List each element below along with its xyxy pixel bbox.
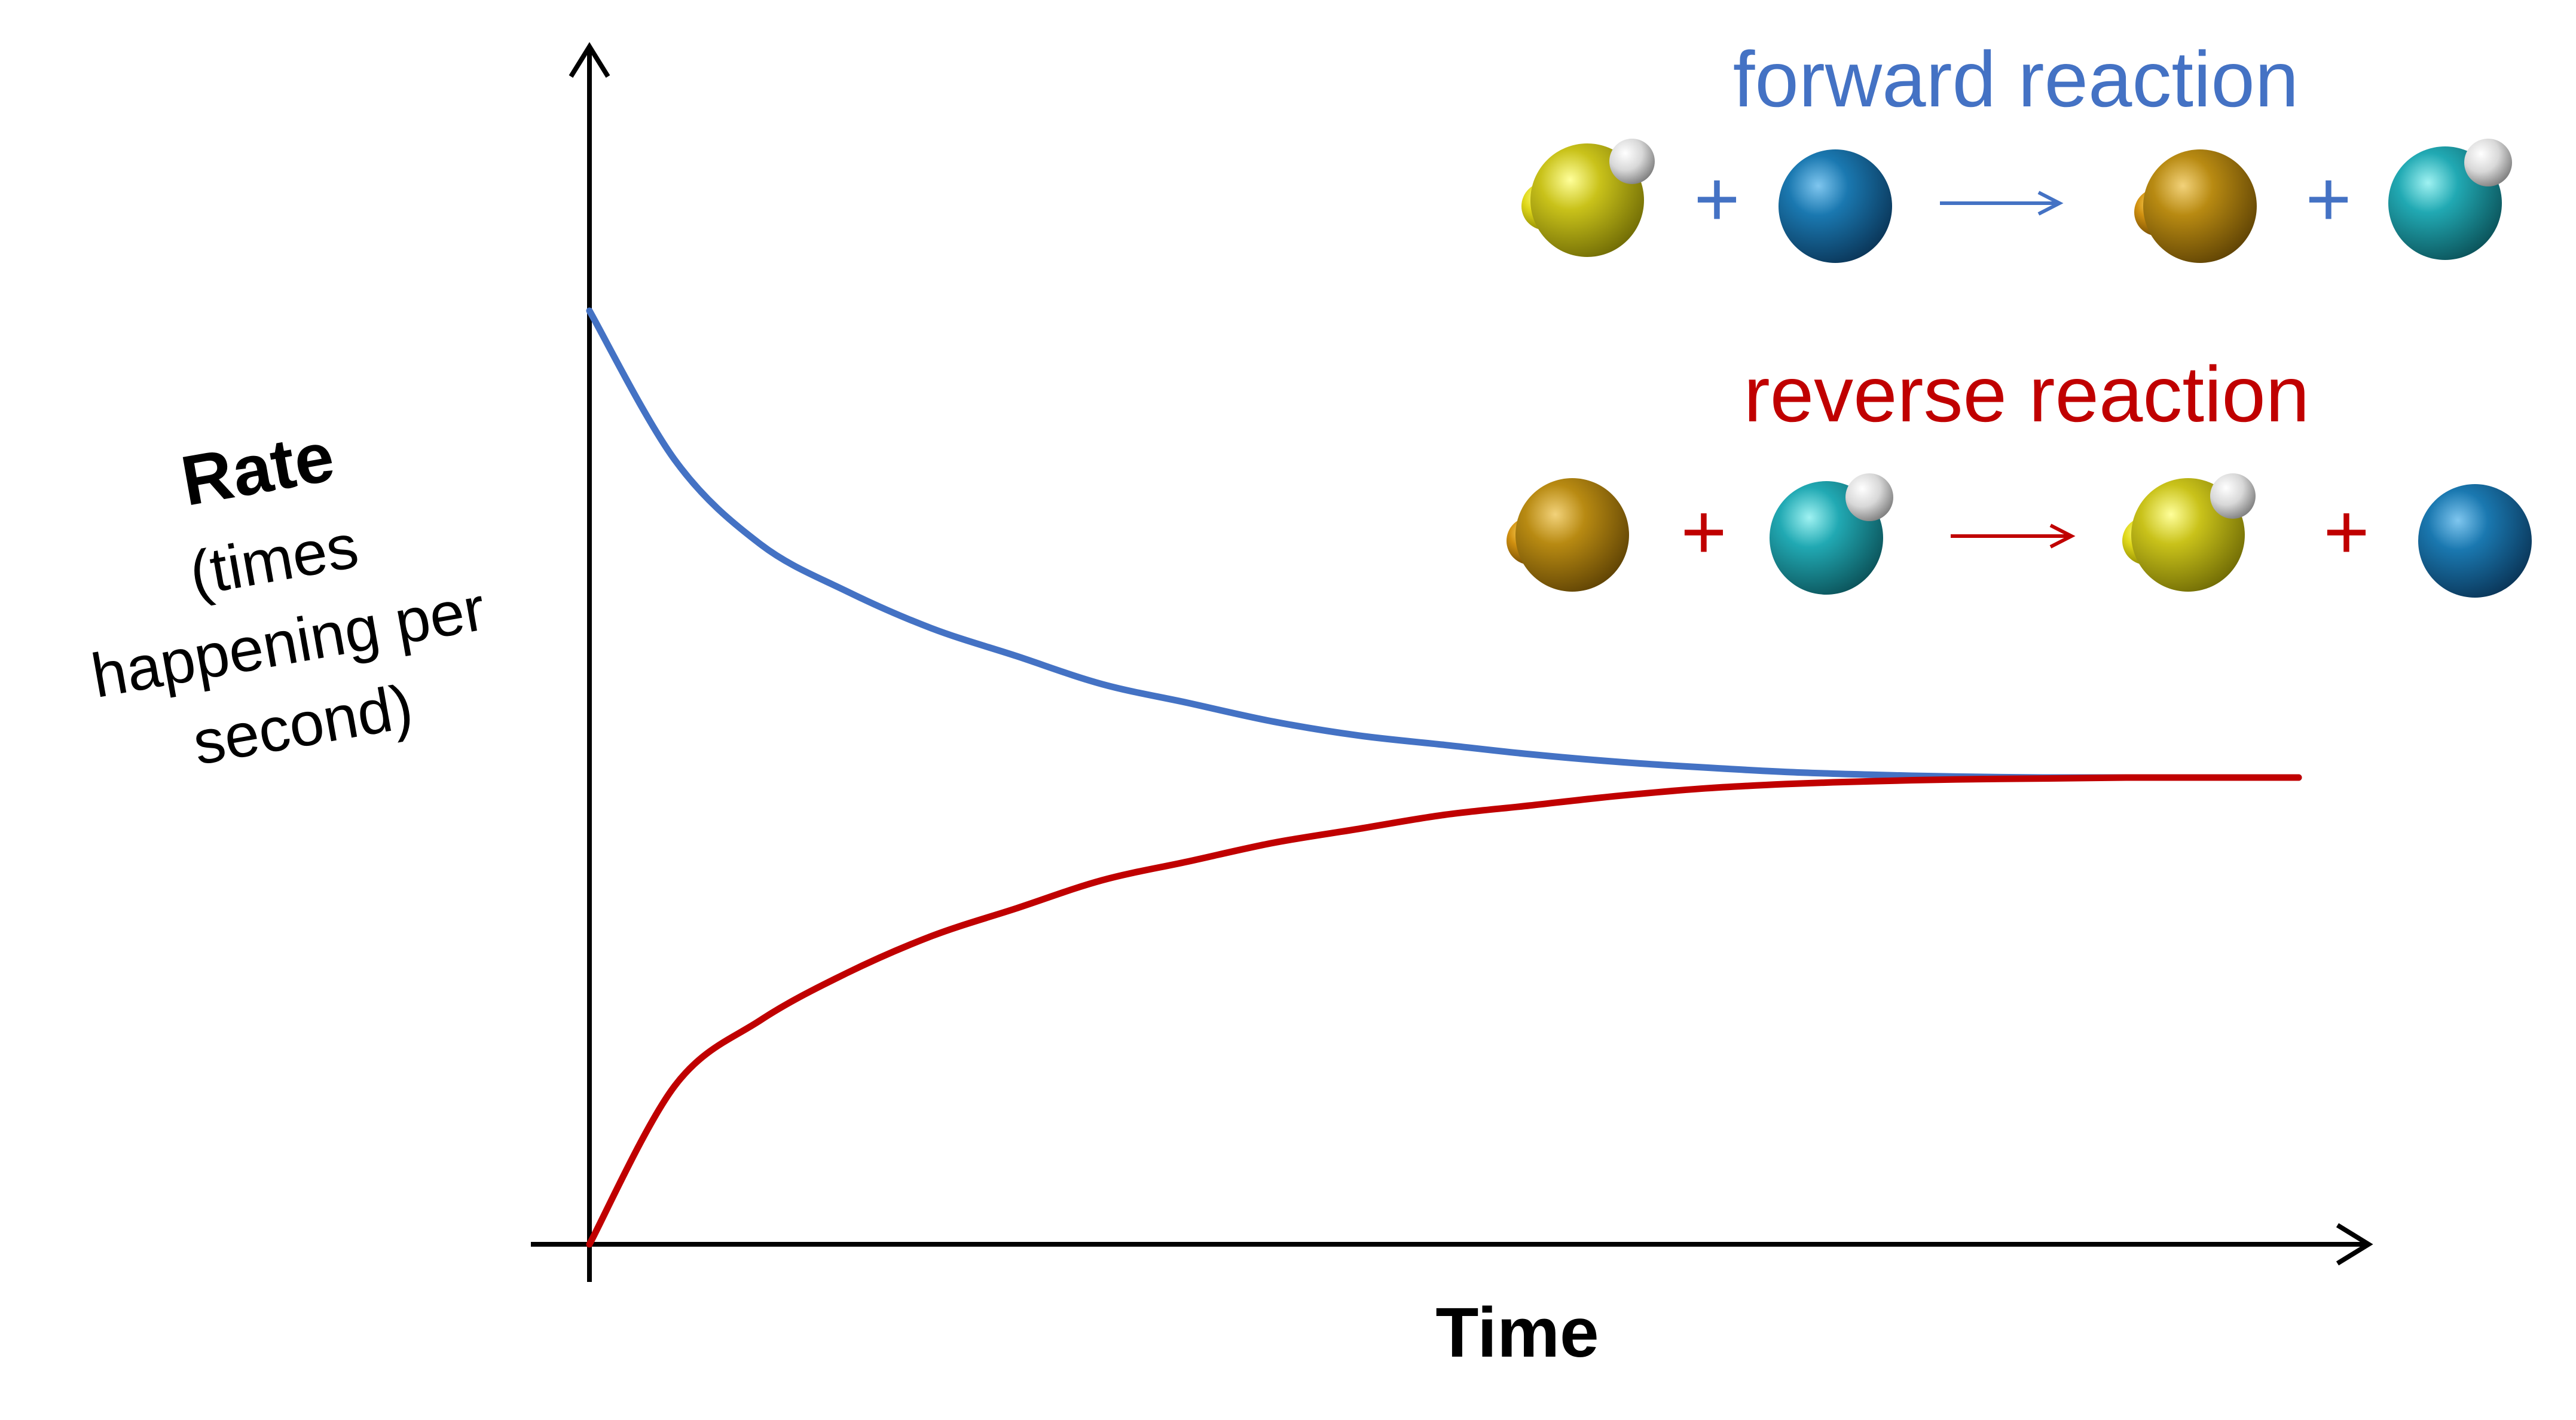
y-axis-subtitle-line-1: (times bbox=[185, 512, 363, 609]
legend-forward-plus-2: + bbox=[2305, 155, 2351, 243]
legend-forward-plus-1: + bbox=[1694, 155, 1740, 243]
axes bbox=[531, 42, 2373, 1282]
y-axis-title-group: Rate (times happening per second) bbox=[87, 417, 490, 779]
reverse-arrow-icon bbox=[1951, 524, 2076, 549]
legend-reverse-label: reverse reaction bbox=[1744, 350, 2309, 438]
legend-reverse-plus-1: + bbox=[1680, 488, 1726, 576]
y-axis-subtitle-line-2: happening per bbox=[87, 574, 490, 711]
y-axis-title: Rate bbox=[176, 417, 340, 521]
x-axis-arrowhead bbox=[2336, 1223, 2373, 1266]
cyan-molecule-icon bbox=[2388, 139, 2512, 260]
legend-forward-label: forward reaction bbox=[1733, 35, 2299, 123]
blue-atom-icon bbox=[2418, 484, 2532, 598]
series-layer bbox=[586, 307, 2302, 1248]
x-axis-title: Time bbox=[1435, 1293, 1599, 1372]
orange-molecule-icon bbox=[2134, 149, 2257, 263]
legend-reverse-plus-2: + bbox=[2323, 488, 2369, 576]
cyan-molecule-icon bbox=[1770, 473, 1893, 595]
yellow-molecule-icon bbox=[2122, 473, 2256, 592]
y-axis-arrowhead bbox=[569, 42, 610, 78]
reverse-rate-line bbox=[586, 774, 2302, 1248]
orange-molecule-icon bbox=[1507, 478, 1629, 592]
blue-atom-icon bbox=[1779, 149, 1892, 263]
yellow-molecule-icon bbox=[1521, 139, 1655, 257]
legend-reverse: reverse reaction + + bbox=[1507, 350, 2532, 598]
legend-forward: forward reaction + + bbox=[1521, 35, 2512, 263]
forward-arrow-icon bbox=[1940, 191, 2064, 216]
